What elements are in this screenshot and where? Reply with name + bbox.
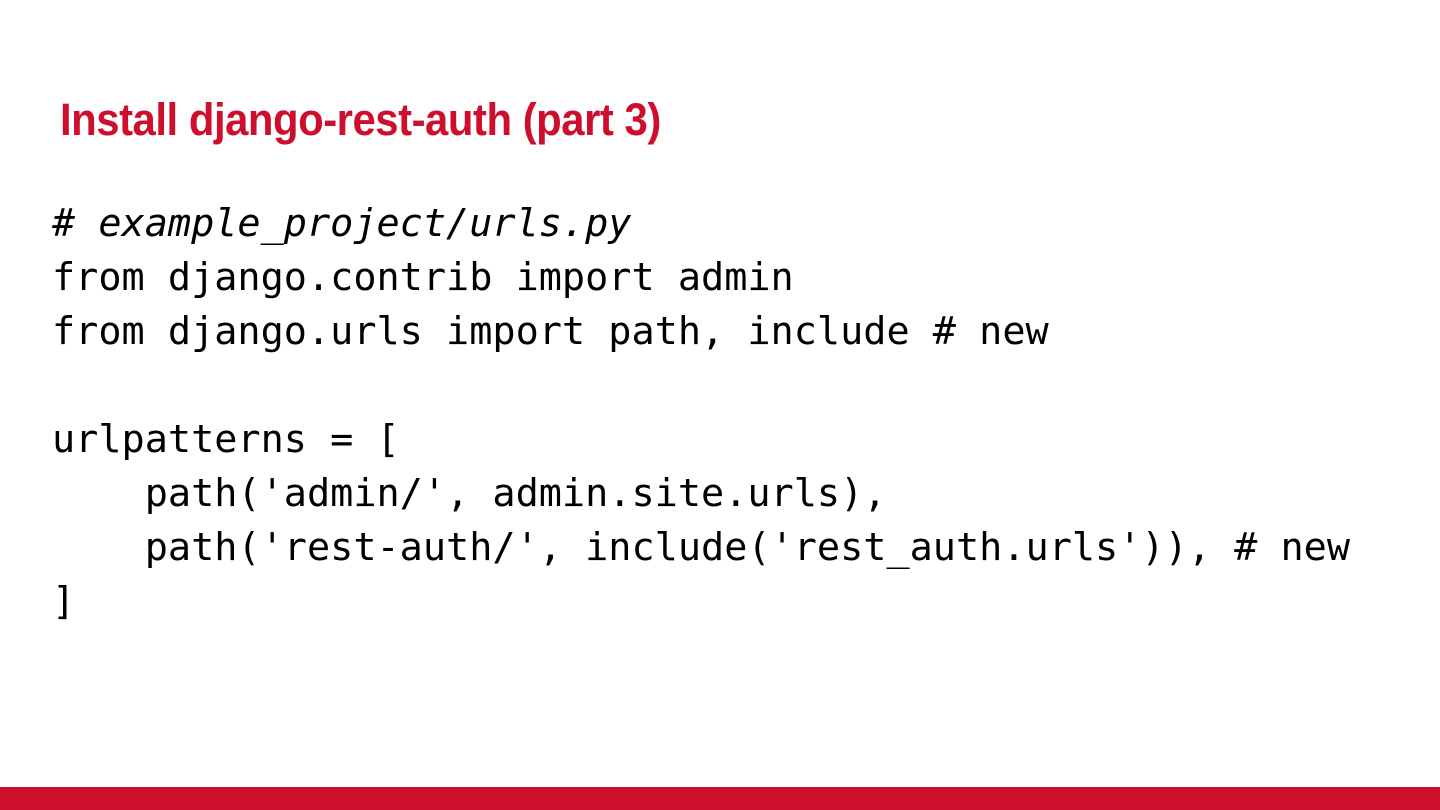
code-line: urlpatterns = [ [52, 416, 400, 462]
code-line-blank [52, 359, 1422, 413]
code-line: path('admin/', admin.site.urls), [52, 470, 887, 516]
code-line: from django.urls import path, include # … [52, 308, 1049, 354]
code-line: # example_project/urls.py [52, 200, 632, 246]
code-line: from django.contrib import admin [52, 254, 794, 300]
code-line: path('rest-auth/', include('rest_auth.ur… [52, 524, 1351, 570]
footer-accent-bar [0, 787, 1440, 810]
code-line: ] [52, 578, 76, 624]
page-title: Install django-rest-auth (part 3) [60, 94, 661, 146]
